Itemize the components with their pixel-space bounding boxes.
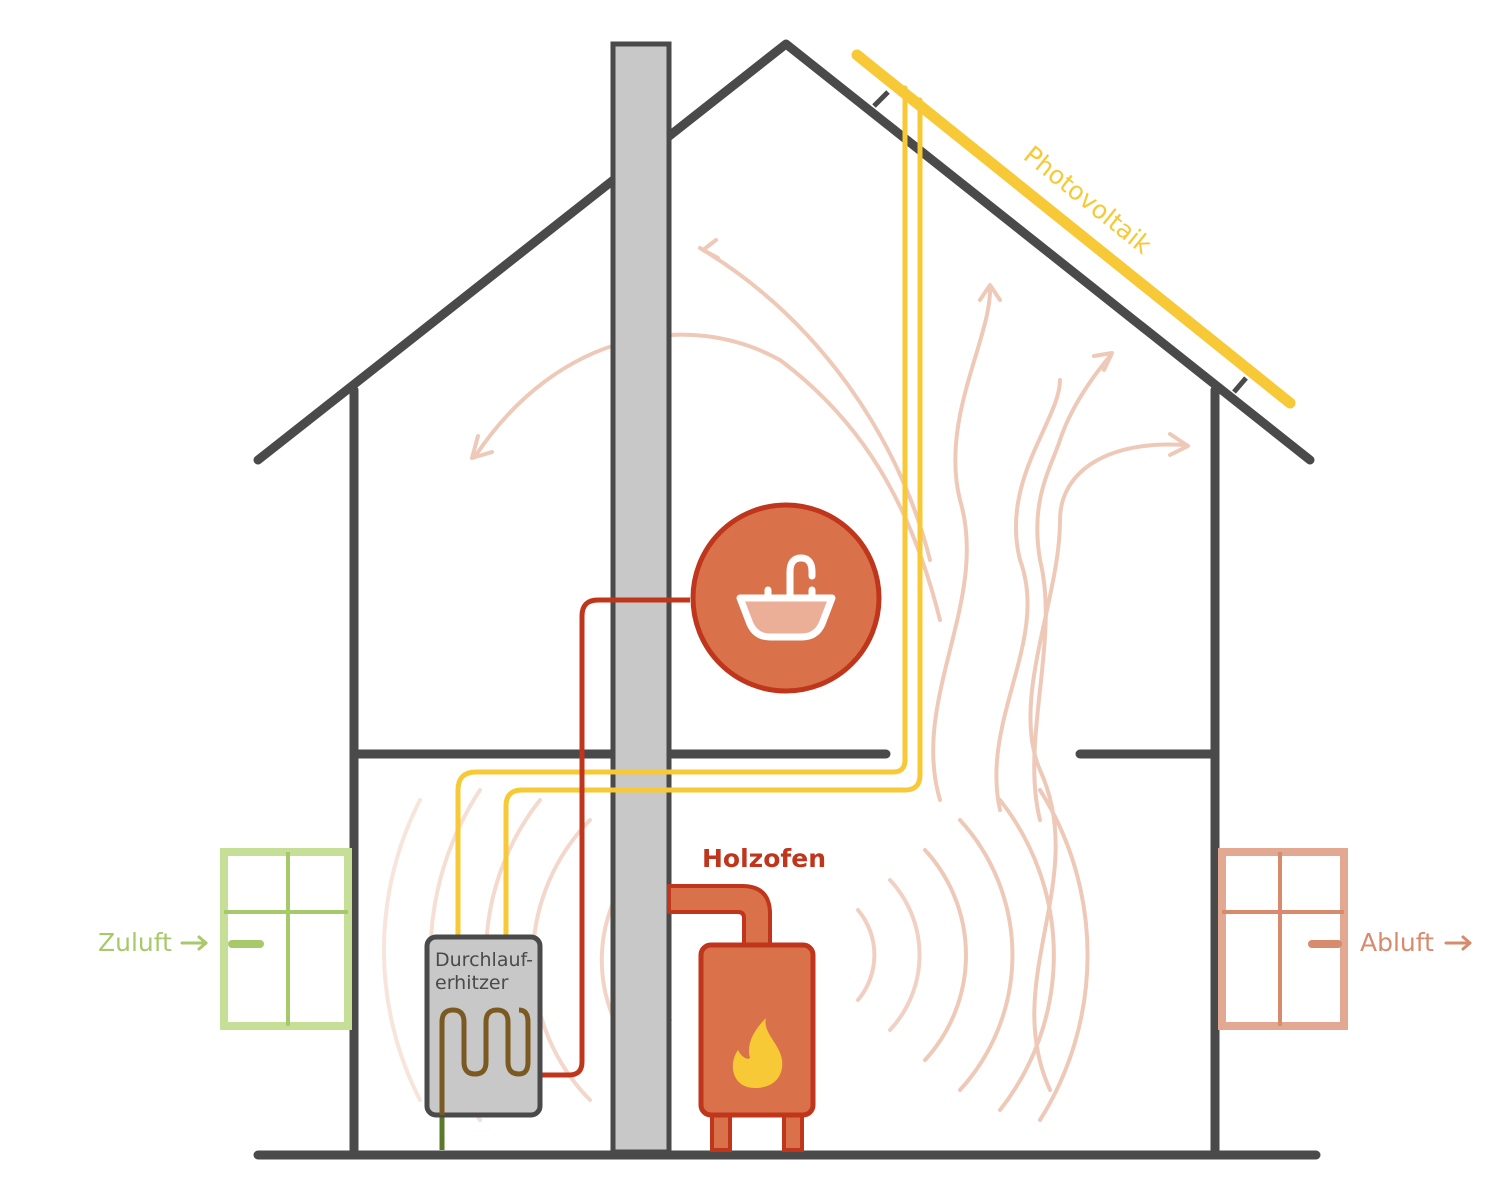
stove-flue (667, 884, 772, 950)
zuluft-label: Zuluft (98, 928, 172, 957)
flame-icon (732, 1018, 783, 1088)
sink-icon (736, 554, 836, 641)
hot-water-pipe (528, 597, 690, 1078)
abluft-arrow-icon (1444, 935, 1472, 951)
instantaneous-water-heater: Durchlauf- erhitzer (424, 934, 543, 1150)
heating-coil (439, 1007, 531, 1115)
abluft-label: Abluft (1360, 928, 1434, 957)
photovoltaic-panel (851, 49, 1296, 409)
wood-stove (667, 884, 816, 1152)
left-window (220, 848, 352, 1030)
holzofen-label: Holzofen (702, 844, 826, 873)
solar-cables (455, 85, 923, 941)
durchlauferhitzer-label-line2: erhitzer (435, 972, 509, 994)
durchlauferhitzer-label-line1: Durchlauf- (435, 949, 533, 971)
zuluft-arrow-icon (180, 935, 208, 951)
right-window (1218, 848, 1348, 1030)
sink-consumer (690, 502, 882, 694)
warm-air-arrowheads (470, 238, 1190, 460)
house-outline (253, 39, 1321, 1160)
